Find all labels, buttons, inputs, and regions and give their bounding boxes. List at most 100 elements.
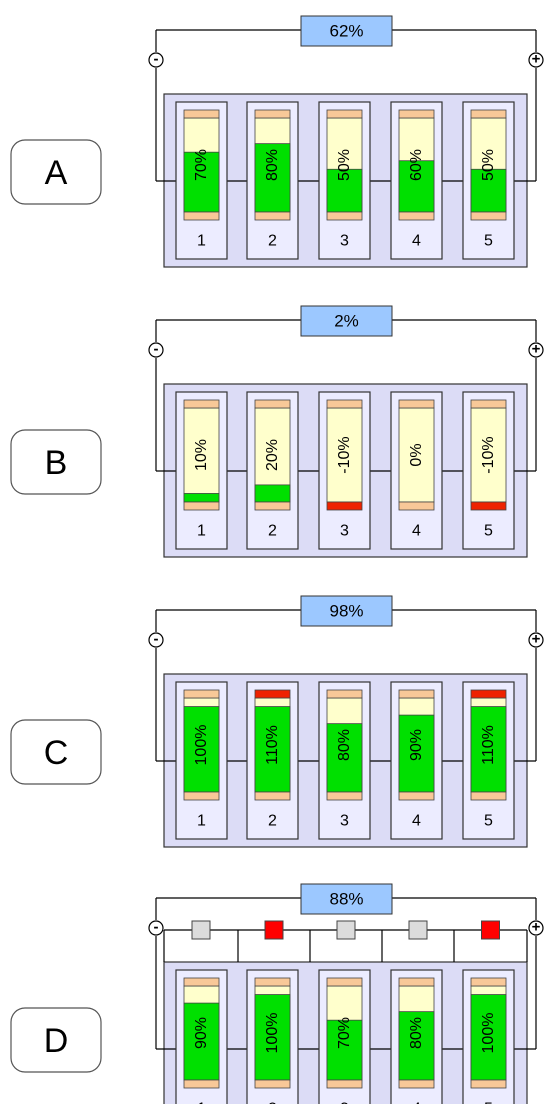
- cell-charge-bar: [183, 151, 220, 213]
- cell-bottom-cap: [470, 1079, 507, 1089]
- cell-number-label: 1: [197, 523, 206, 540]
- negative-terminal-icon: [148, 52, 164, 68]
- cell-charge-bar: [183, 493, 220, 503]
- cell-number-label: 4: [412, 813, 421, 830]
- cell-charge-bar: [254, 706, 291, 793]
- cell-charge-label: 90%: [193, 1017, 210, 1049]
- cell-top-cap: [326, 109, 363, 119]
- negative-terminal-label: -: [154, 631, 159, 648]
- negative-terminal-label: -: [154, 919, 159, 936]
- cell-bottom-cap: [398, 501, 435, 511]
- pack-charge-label: 2%: [334, 312, 359, 331]
- negative-terminal-icon: [148, 920, 164, 936]
- cell-top-cap: [470, 109, 507, 119]
- cell-empty-region: [326, 407, 363, 503]
- positive-terminal-label: +: [532, 51, 541, 68]
- cell-overdischarge-cap: [470, 501, 507, 511]
- negative-terminal-label: -: [154, 51, 159, 68]
- scenario-label: B: [45, 444, 68, 482]
- cell-charge-label: 100%: [264, 1013, 281, 1054]
- negative-terminal-icon: [148, 342, 164, 358]
- cell-overcharge-cap: [254, 689, 291, 699]
- cell-number-label: 4: [412, 1101, 421, 1104]
- balancer-idle-1: [191, 920, 211, 940]
- cell-charge-label: 0%: [408, 443, 425, 466]
- cell-bottom-cap: [183, 1079, 220, 1089]
- cell-3: 80%3: [318, 681, 371, 840]
- cell-2: 80%2: [246, 101, 299, 260]
- scenario-label-box: [10, 719, 102, 785]
- cell-bottom-cap: [398, 791, 435, 801]
- cell-charge-bar: [398, 1011, 435, 1081]
- pack-charge-readout: [300, 15, 393, 47]
- cell-top-cap: [470, 977, 507, 987]
- cell-charge-label: 100%: [480, 1013, 497, 1054]
- cell-charge-label: 80%: [408, 1017, 425, 1049]
- cell-5: 110%5: [462, 681, 515, 840]
- cell-bottom-cap: [470, 791, 507, 801]
- cell-1: 90% 1: [175, 969, 228, 1104]
- cell-charge-label: 110%: [480, 725, 497, 765]
- pack-charge-readout: [300, 883, 393, 915]
- cell-3: 70% 3: [318, 969, 371, 1104]
- cell-4: 0%4: [390, 391, 443, 550]
- cell-charge-label: 70%: [336, 1017, 353, 1049]
- pack-charge-label: 88%: [329, 890, 363, 909]
- cell-charge-bar: [470, 168, 507, 213]
- positive-terminal-label: +: [532, 631, 541, 648]
- cell-number-label: 3: [340, 1101, 349, 1104]
- cell-charge-label: 90%: [408, 729, 425, 761]
- cell-1: 10%1: [175, 391, 228, 550]
- cell-top-cap: [254, 977, 291, 987]
- cell-charge-bar: [254, 143, 291, 213]
- cell-number-label: 1: [197, 813, 206, 830]
- cell-number-label: 2: [268, 523, 277, 540]
- cell-4: 60%4: [390, 101, 443, 260]
- scenario-panel-d: D88%-+90%1100%270%380%4100%5: [10, 883, 544, 1104]
- cell-bottom-cap: [183, 211, 220, 221]
- cell-3: 50%3: [318, 101, 371, 260]
- negative-terminal-icon: [148, 632, 164, 648]
- cell-charge-label: 100%: [193, 725, 210, 766]
- cell-charge-label: 50%: [480, 149, 497, 181]
- cell-5: 50%5: [462, 101, 515, 260]
- cell-charge-label: 60%: [408, 149, 425, 181]
- positive-terminal-icon: [528, 52, 544, 68]
- cell-charge-label: 110%: [264, 725, 281, 765]
- cell-3: -10%3: [318, 391, 371, 550]
- cell-bottom-cap: [326, 211, 363, 221]
- balancer-active-2: [264, 920, 284, 940]
- cell-1: 100% 1: [175, 681, 228, 840]
- cell-charge-bar: [398, 160, 435, 213]
- cell-charge-label: 80%: [336, 729, 353, 761]
- cell-2: 100%2: [246, 969, 299, 1104]
- scenario-panel-b: B2%-+10%120%2-10%30%4-10%5: [10, 305, 544, 558]
- cell-4: 80% 4: [390, 969, 443, 1104]
- cell-number-label: 1: [197, 1101, 206, 1104]
- cell-number-label: 5: [484, 1101, 493, 1104]
- cell-charge-label: -10%: [480, 436, 497, 473]
- cell-charge-label: 50%: [336, 149, 353, 181]
- balancer-idle-4: [408, 920, 428, 940]
- pack-charge-label: 98%: [329, 602, 363, 621]
- cell-bottom-cap: [470, 211, 507, 221]
- cell-charge-bar: [470, 706, 507, 793]
- balancer-active-5: [481, 920, 500, 940]
- positive-terminal-icon: [528, 632, 544, 648]
- cell-2: 20%2: [246, 391, 299, 550]
- scenario-label-box: [10, 1007, 102, 1073]
- cell-charge-bar: [398, 714, 435, 793]
- cell-bottom-cap: [326, 791, 363, 801]
- cell-bottom-cap: [398, 211, 435, 221]
- cell-bottom-cap: [254, 791, 291, 801]
- cell-top-cap: [398, 399, 435, 409]
- cell-charge-bar: [183, 706, 220, 793]
- cell-number-label: 5: [484, 523, 493, 540]
- scenario-label: D: [44, 1022, 69, 1060]
- cell-top-cap: [470, 399, 507, 409]
- balancer-idle-3: [336, 920, 356, 940]
- cell-charge-bar: [183, 1002, 220, 1081]
- cell-bottom-cap: [398, 1079, 435, 1089]
